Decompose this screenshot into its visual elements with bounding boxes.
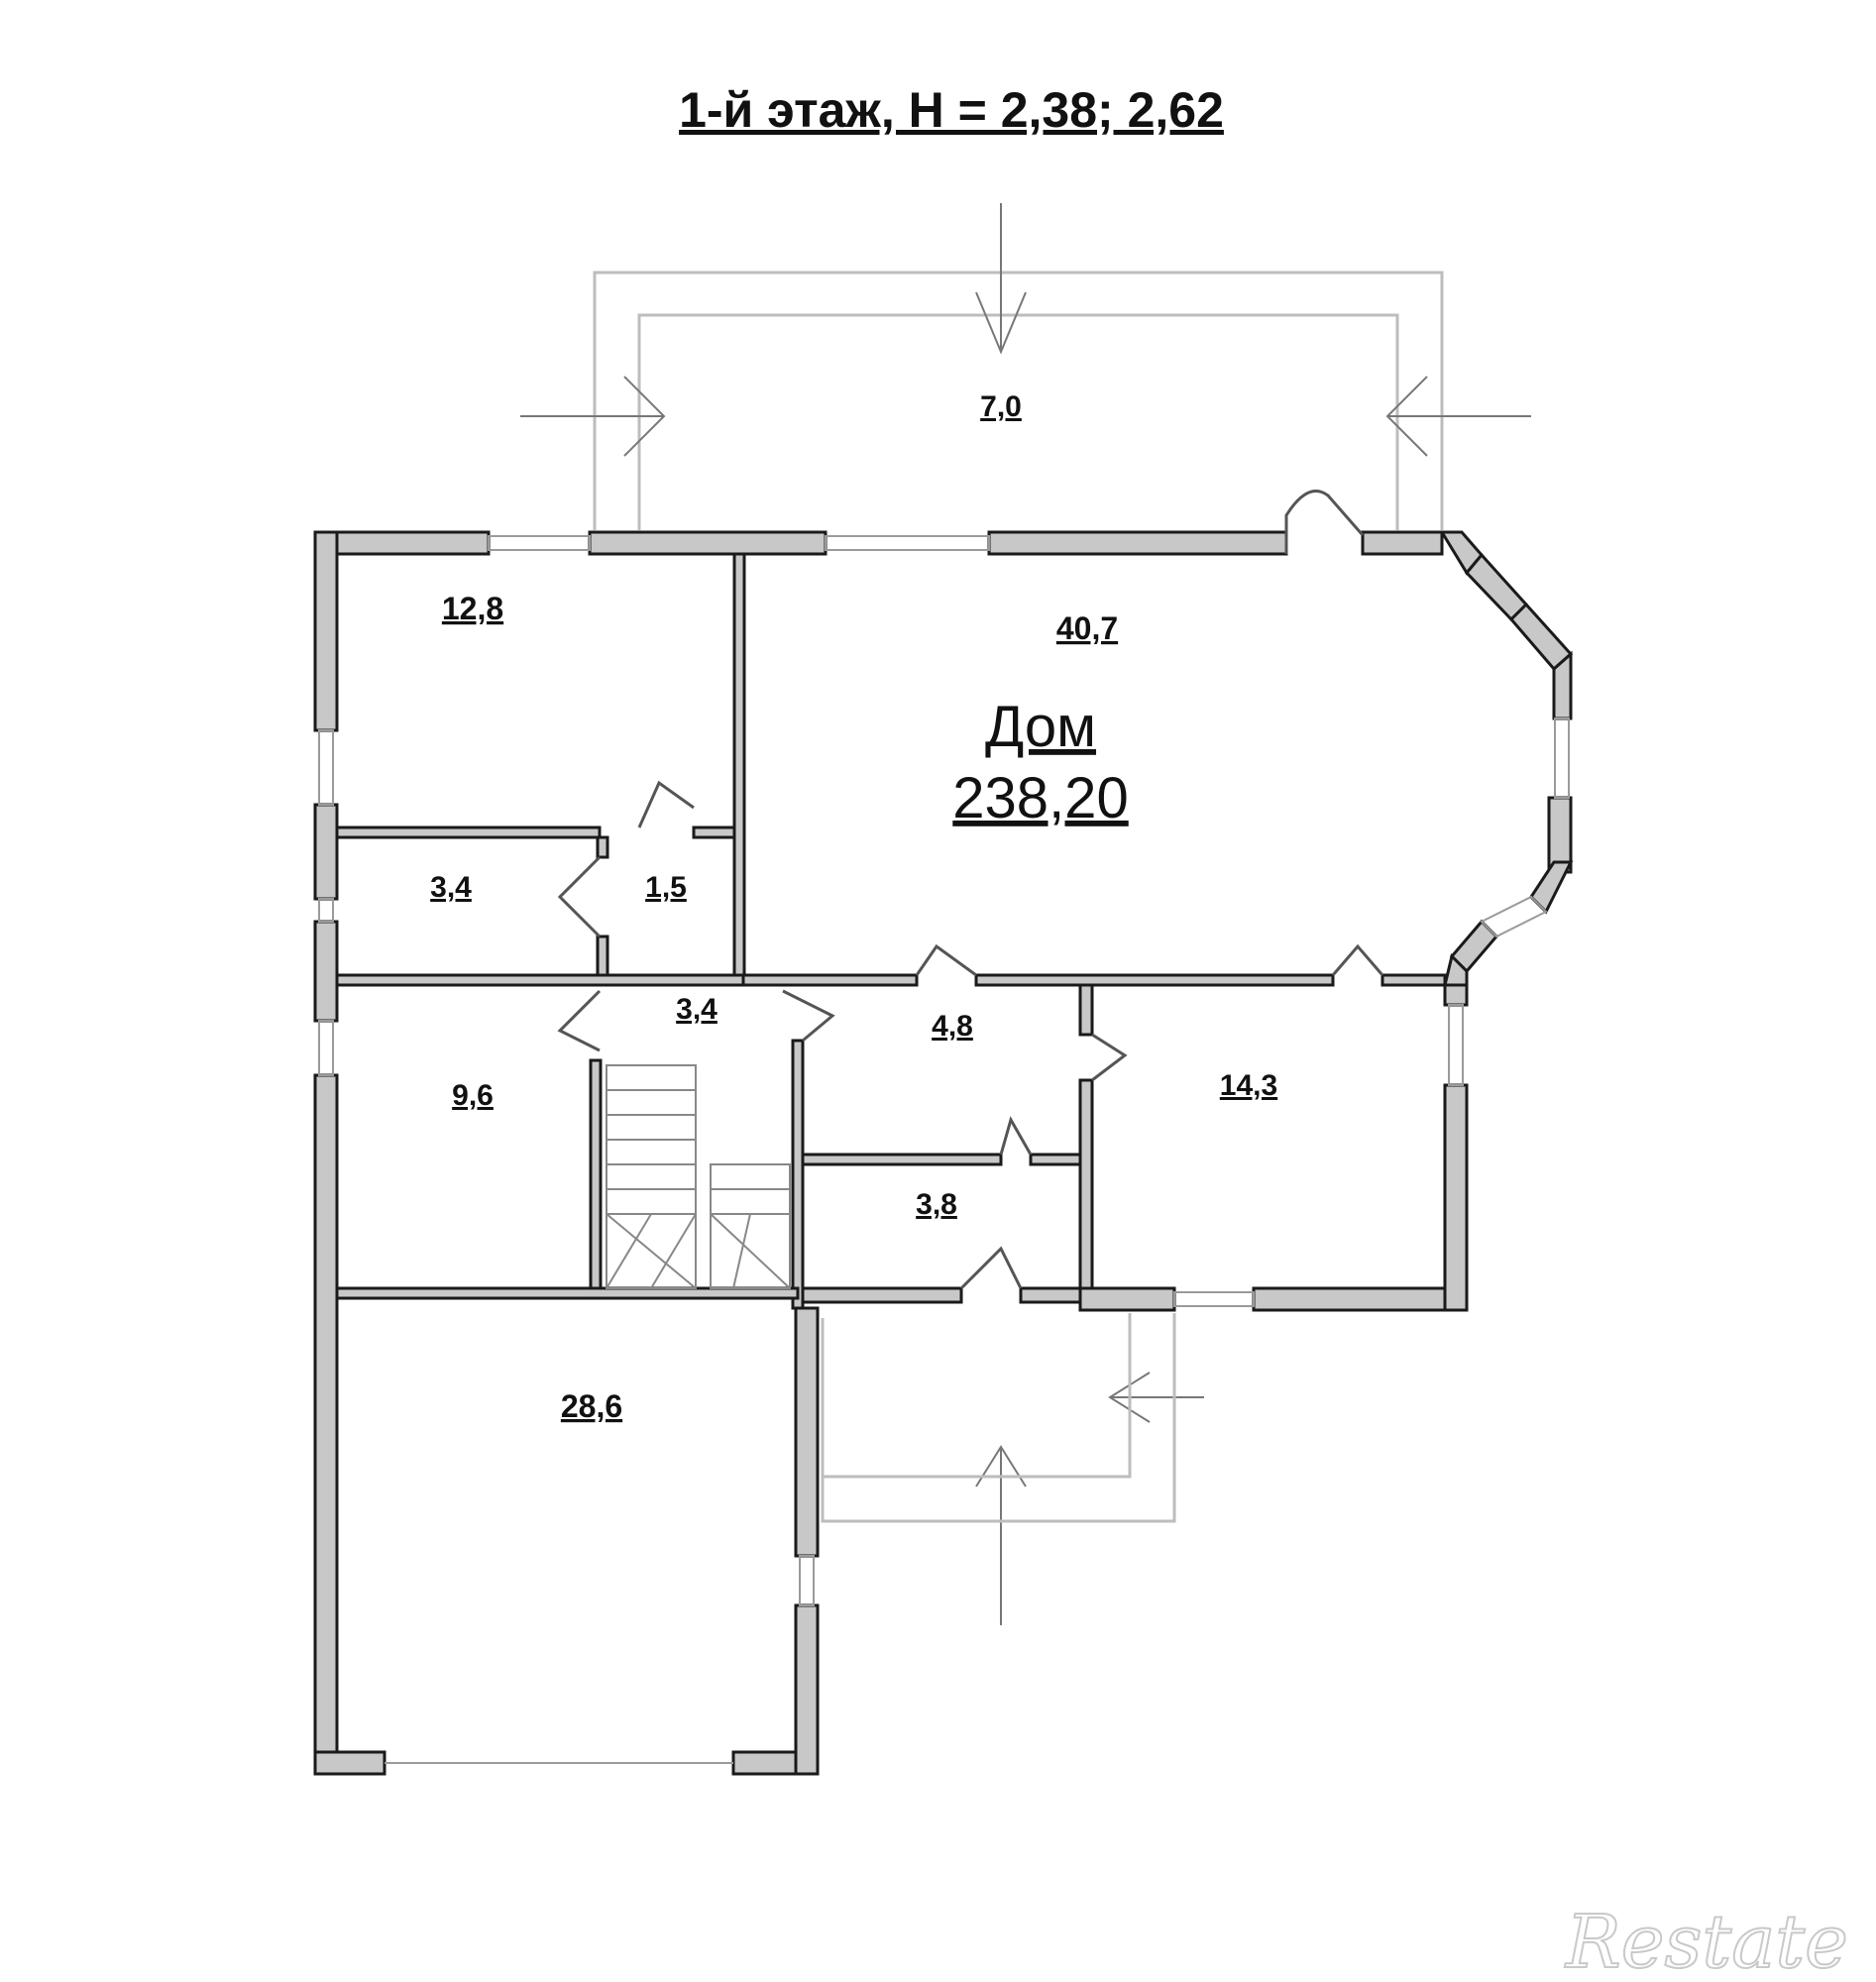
room-area-3-4-west: 3,4 xyxy=(430,871,472,904)
room-area-9-6: 9,6 xyxy=(452,1079,494,1112)
terrace-outline xyxy=(593,271,1444,530)
windows xyxy=(318,535,1570,1764)
doors xyxy=(557,490,1384,1290)
room-area-4-8: 4,8 xyxy=(932,1010,973,1043)
walls xyxy=(313,530,1574,1776)
room-area-terrace: 7,0 xyxy=(980,390,1022,423)
room-area-1-5: 1,5 xyxy=(645,871,687,904)
room-area-40-7: 40,7 xyxy=(1056,610,1118,646)
room-area-28-6: 28,6 xyxy=(561,1388,622,1424)
staircase xyxy=(606,1064,791,1289)
watermark-logo: Restate xyxy=(1564,1900,1848,1982)
room-area-3-8: 3,8 xyxy=(916,1188,957,1221)
house-name: Дом xyxy=(985,695,1096,759)
room-labels: 7,0 12,8 40,7 3,4 1,5 3,4 4,8 9,6 14,3 3… xyxy=(430,390,1277,1424)
room-area-3-4-stair: 3,4 xyxy=(676,993,717,1026)
house-total-area: 238,20 xyxy=(952,766,1128,830)
plan-title: 1-й этаж, Н = 2,38; 2,62 xyxy=(679,82,1224,138)
entry-arrows xyxy=(520,203,1531,1625)
room-area-12-8: 12,8 xyxy=(442,591,503,626)
porch-outline xyxy=(821,1313,1176,1523)
room-area-14-3: 14,3 xyxy=(1220,1069,1277,1102)
